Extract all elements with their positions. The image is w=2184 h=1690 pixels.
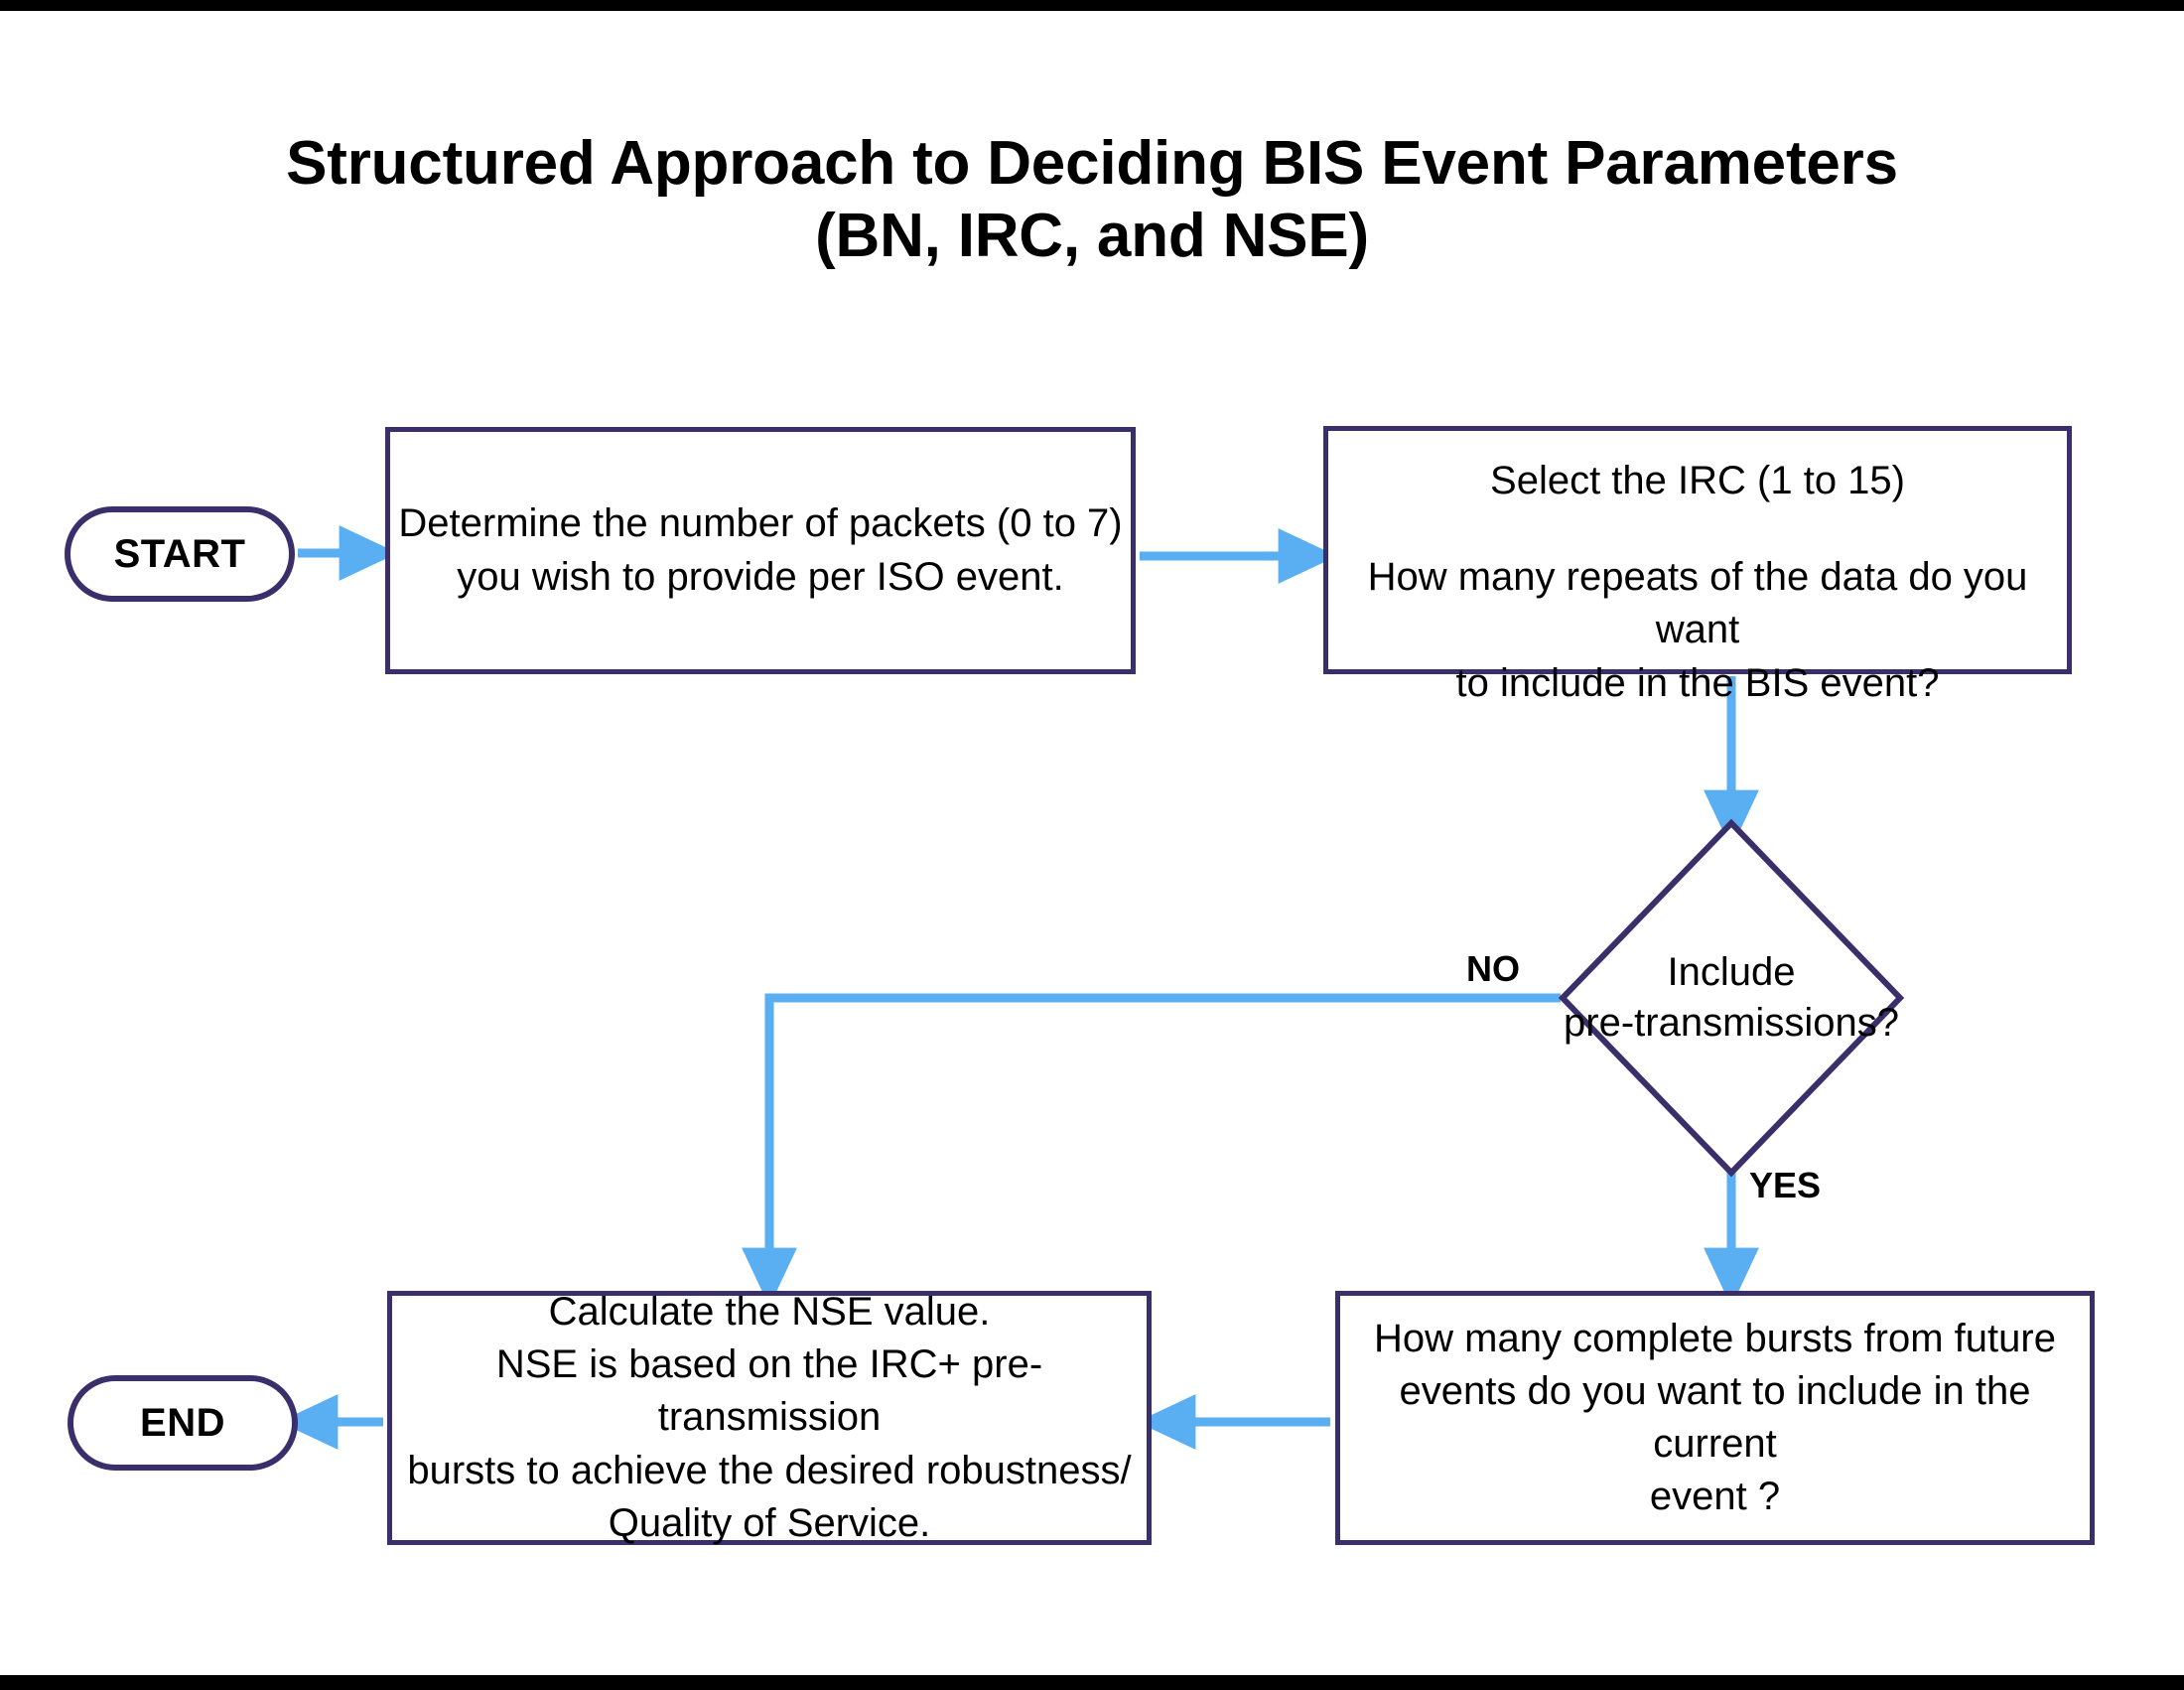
node-calculate-nse-line4: Quality of Service.	[608, 1500, 931, 1545]
page-title-line2: (BN, IRC, and NSE)	[815, 202, 1369, 271]
node-determine-packets-line2: you wish to provide per ISO event.	[457, 554, 1064, 599]
node-select-irc-line1: Select the IRC (1 to 15)	[1490, 459, 1905, 502]
node-select-irc-spacer	[1328, 507, 2067, 551]
node-select-irc-line3: How many repeats of the data do you want	[1367, 555, 2028, 652]
node-end[interactable]: END	[68, 1375, 298, 1471]
node-calculate-nse-line2: NSE is based on the IRC+ pre-transmissio…	[495, 1342, 1043, 1440]
node-end-label: END	[140, 1400, 225, 1445]
page-title: Structured Approach to Deciding BIS Even…	[0, 127, 2184, 272]
node-start-label: START	[113, 531, 246, 576]
edge-decision-no	[742, 993, 1561, 1308]
node-decision-label: Include pre-transmissions?	[1518, 947, 1945, 1049]
edge-label-yes: YES	[1749, 1165, 1822, 1205]
diamond-shape	[1558, 818, 1905, 1178]
top-frame-bar	[0, 0, 2184, 11]
node-start[interactable]: START	[65, 506, 295, 602]
node-select-irc-line4: to include in the BIS event?	[1455, 660, 1940, 705]
node-future-bursts-line3: event ?	[1649, 1475, 1781, 1519]
node-calculate-nse[interactable]: Calculate the NSE value. NSE is based on…	[387, 1290, 1152, 1545]
page-title-line1: Structured Approach to Deciding BIS Even…	[286, 129, 1898, 198]
node-decision-line2: pre-transmissions?	[1564, 1001, 1899, 1045]
node-decision-pretransmissions[interactable]: Include pre-transmissions?	[1557, 817, 1906, 1179]
node-future-bursts-line1: How many complete bursts from future	[1374, 1316, 2056, 1360]
node-future-bursts-line2: events do you want to include in the cur…	[1399, 1368, 2031, 1466]
node-decision-line1: Include	[1667, 949, 1796, 994]
bottom-frame-bar	[0, 1675, 2184, 1690]
node-calculate-nse-line3: bursts to achieve the desired robustness…	[407, 1448, 1132, 1492]
node-select-irc[interactable]: Select the IRC (1 to 15) How many repeat…	[1323, 426, 2072, 705]
node-calculate-nse-line1: Calculate the NSE value.	[548, 1290, 991, 1335]
edge-label-no: NO	[1466, 948, 1520, 989]
node-determine-packets-line1: Determine the number of packets (0 to 7)	[398, 501, 1123, 546]
node-future-bursts[interactable]: How many complete bursts from future eve…	[1335, 1291, 2095, 1545]
node-determine-packets[interactable]: Determine the number of packets (0 to 7)…	[385, 427, 1136, 674]
